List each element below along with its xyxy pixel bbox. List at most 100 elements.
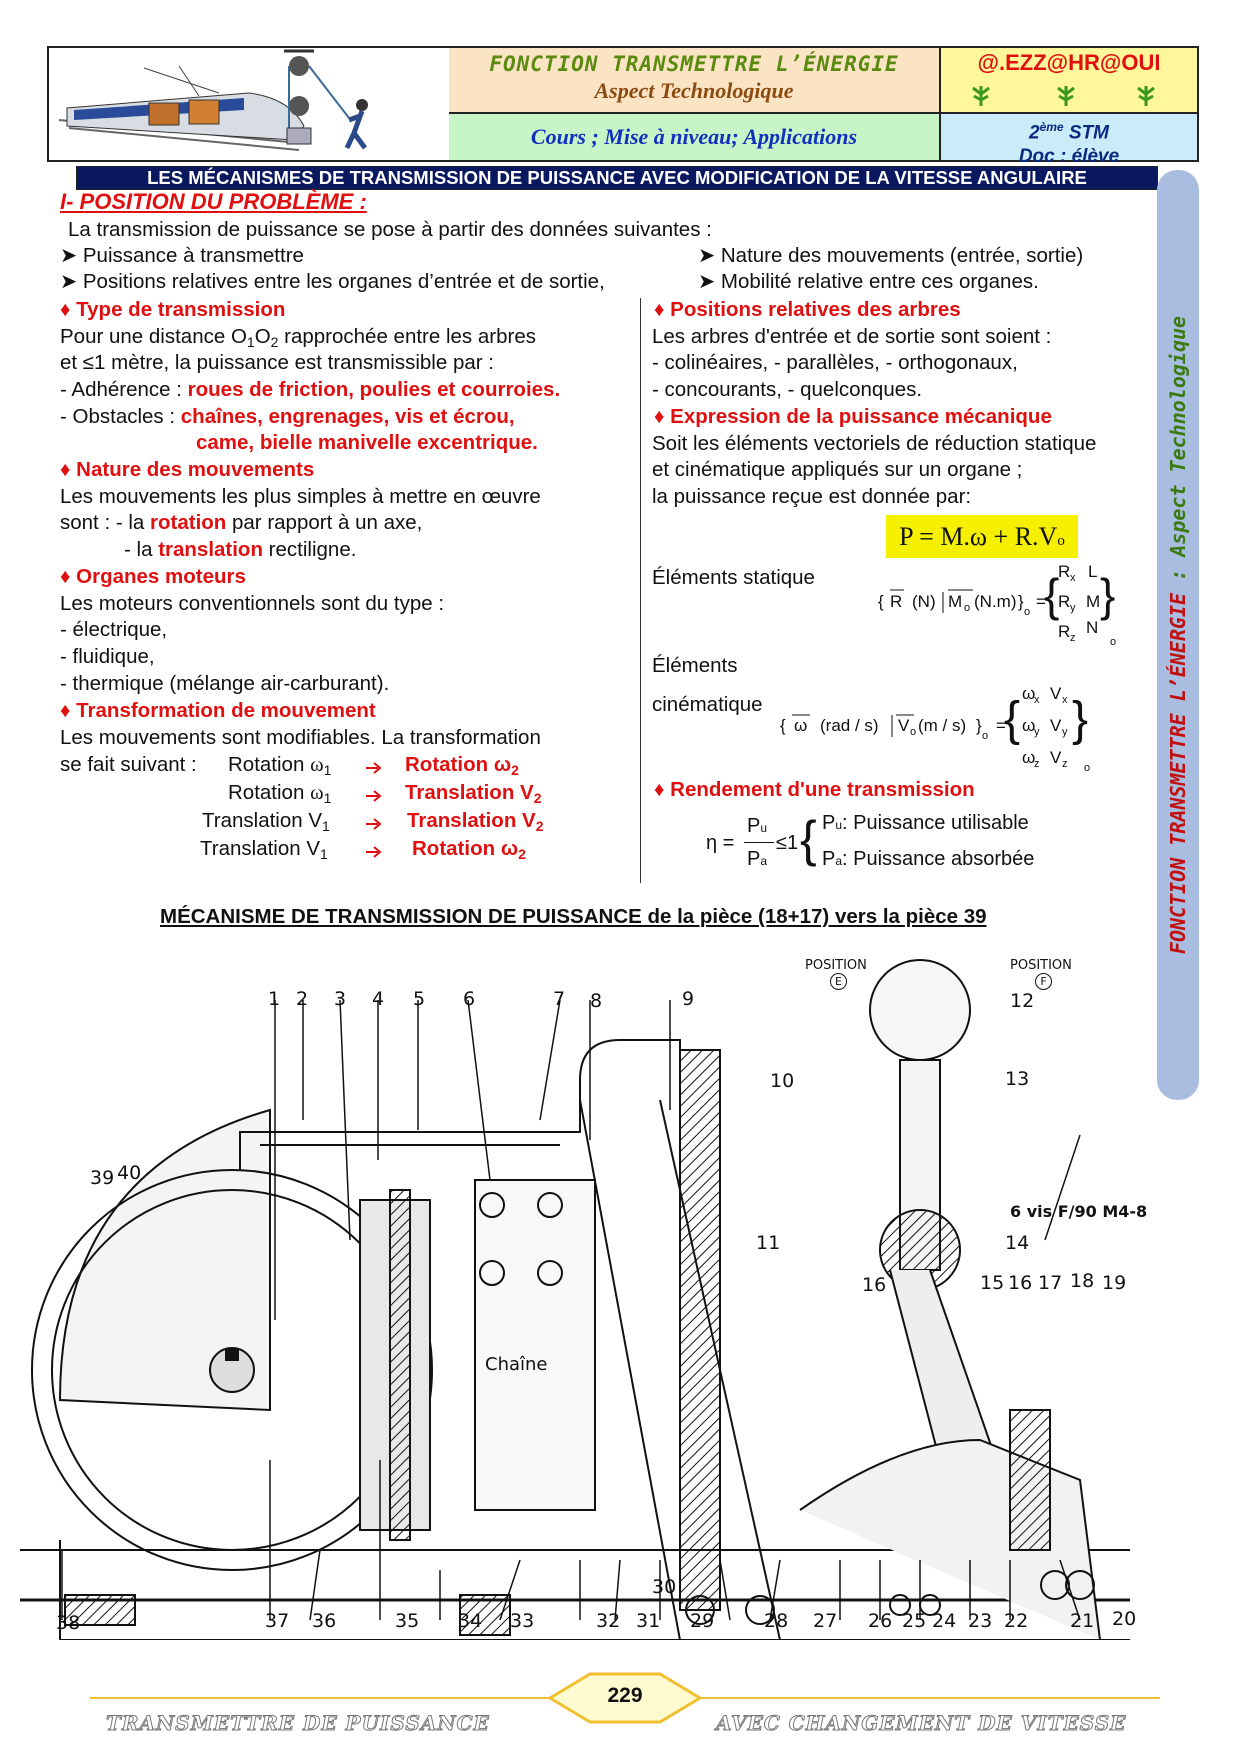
transfo-text-2: se fait suivant : — [60, 753, 197, 776]
header-level-cell: 2ème STM Doc : élève — [941, 114, 1197, 167]
footer-left: TRANSMETTRE DE PUISSANCE — [106, 1711, 490, 1736]
svg-text:y: y — [1034, 726, 1040, 738]
svg-text:R: R — [1058, 622, 1070, 641]
svg-text:z: z — [1034, 758, 1040, 770]
section-title: I- POSITION DU PROBLÈME : — [60, 189, 367, 214]
part-number: 10 — [770, 1070, 795, 1092]
svg-text:o: o — [1110, 636, 1116, 648]
part-number: 29 — [690, 1610, 715, 1632]
mechanism-title: MÉCANISME DE TRANSMISSION DE PUISSANCE d… — [160, 905, 987, 928]
svg-text:ω: ω — [1022, 748, 1035, 767]
part-number: 25 — [902, 1610, 927, 1632]
part-number: 20 — [1112, 1608, 1137, 1630]
svg-text:o: o — [1024, 606, 1030, 618]
part-number: 4 — [372, 988, 385, 1010]
page-number-badge — [547, 1672, 703, 1724]
moteur-item: - électrique, — [60, 618, 168, 641]
part-number: 12 — [1010, 990, 1035, 1012]
positions-heading: ♦ Positions relatives des arbres — [654, 298, 961, 321]
svg-text:{: { — [1044, 569, 1059, 621]
header-title-cell: FONCTION TRANSMETTRE L’ÉNERGIE Aspect Te… — [449, 48, 941, 114]
mechanism-drawing — [20, 959, 1130, 1640]
part-number: 7 — [553, 988, 566, 1010]
flower-icons — [972, 86, 1155, 106]
part-number: 27 — [813, 1610, 838, 1632]
svg-text:}: } — [1100, 569, 1115, 621]
svg-text:(N): (N) — [912, 592, 936, 611]
transfo-row-target: Translation V2 — [405, 781, 542, 806]
header-level: 2ème STM — [1029, 120, 1109, 144]
page-number: 229 — [607, 1684, 643, 1707]
expression-text-3: la puissance reçue est donnée par: — [652, 485, 972, 508]
part-number: 32 — [596, 1610, 621, 1632]
svg-text:o: o — [982, 730, 988, 742]
nature-text-1: Les mouvements les plus simples à mettre… — [60, 485, 541, 508]
moteur-item: - fluidique, — [60, 645, 155, 668]
transfo-text: Les mouvements sont modifiables. La tran… — [60, 726, 541, 749]
positions-text-3: - concourants, - quelconques. — [652, 378, 923, 401]
type-text-2: et ≤1 mètre, la puissance est transmissi… — [60, 351, 494, 374]
transfo-row-target: Rotation ω2 — [412, 837, 526, 862]
transfo-row-target: Translation V2 — [407, 809, 544, 834]
svg-text:x: x — [1034, 694, 1040, 706]
header-course-cell: Cours ; Mise à niveau; Applications — [449, 114, 941, 160]
part-number: 3 — [334, 988, 347, 1010]
obstacles-line: - Obstacles : chaînes, engrenages, vis e… — [60, 405, 515, 428]
part-number: 16 — [862, 1274, 887, 1296]
svg-text:(m / s): (m / s) — [918, 716, 966, 735]
svg-text:}: } — [1018, 592, 1024, 611]
moteurs-heading: ♦ Organes moteurs — [60, 565, 246, 588]
screws-label: 6 vis F/90 M4-8 — [1010, 1202, 1148, 1221]
part-number: 31 — [636, 1610, 661, 1632]
part-number: 26 — [868, 1610, 893, 1632]
part-number: 21 — [1070, 1610, 1095, 1632]
transfo-heading: ♦ Transformation de mouvement — [60, 699, 376, 722]
adherence-line: - Adhérence : roues de friction, poulies… — [60, 378, 561, 401]
part-number: 18 — [1070, 1270, 1095, 1292]
part-number: 35 — [395, 1610, 420, 1632]
svg-text:o: o — [964, 602, 970, 614]
part-number: 40 — [117, 1162, 142, 1184]
expression-heading: ♦ Expression de la puissance mécanique — [654, 405, 1052, 428]
bullet-item: ➤ Nature des mouvements (entrée, sortie) — [698, 244, 1084, 267]
type-transmission-heading: ♦ Type de transmission — [60, 298, 286, 321]
part-number: 16 — [1008, 1272, 1033, 1294]
type-text-1: Pour une distance O1O2 rapprochée entre … — [60, 325, 536, 350]
part-number: 5 — [413, 988, 426, 1010]
transfo-row-target: Rotation ω2 — [405, 753, 519, 778]
svg-text:x: x — [1062, 694, 1068, 706]
svg-text:{: { — [780, 716, 786, 735]
intro-text: La transmission de puissance se pose à p… — [68, 218, 712, 241]
svg-text:V: V — [1050, 684, 1062, 703]
train-and-pulley-image — [58, 49, 368, 151]
positions-text-1: Les arbres d'entrée et de sortie sont so… — [652, 325, 1052, 348]
svg-text:=: = — [1036, 592, 1046, 611]
moteur-item: - thermique (mélange air-carburant). — [60, 672, 390, 695]
svg-text:{: { — [1004, 693, 1020, 746]
arrow-right-icon — [366, 846, 382, 858]
part-number: 9 — [682, 988, 695, 1010]
part-number: 38 — [56, 1612, 81, 1634]
part-number: 6 — [463, 988, 476, 1010]
transfo-row: Translation V1 — [200, 837, 328, 862]
part-number: 8 — [590, 990, 603, 1012]
section-banner: LES MÉCANISMES DE TRANSMISSION DE PUISSA… — [76, 166, 1158, 190]
header-illustration — [49, 48, 451, 160]
nature-text-2: sont : - la rotation par rapport à un ax… — [60, 511, 423, 534]
part-number: 14 — [1005, 1232, 1030, 1254]
header-author: @.EZZ@HR@OUI — [977, 50, 1161, 75]
part-number: 22 — [1004, 1610, 1029, 1632]
arrow-right-icon — [366, 790, 382, 802]
part-number: 15 — [980, 1272, 1005, 1294]
svg-text:y: y — [1070, 602, 1076, 614]
header-subtitle: Aspect Technologique — [594, 78, 794, 103]
svg-text:(N.m): (N.m) — [974, 592, 1016, 611]
transfo-row: Rotation ω1 — [228, 753, 332, 778]
part-number: 28 — [764, 1610, 789, 1632]
svg-text:V: V — [898, 716, 910, 735]
part-number: 1 — [268, 988, 281, 1010]
svg-text:z: z — [1062, 758, 1068, 770]
